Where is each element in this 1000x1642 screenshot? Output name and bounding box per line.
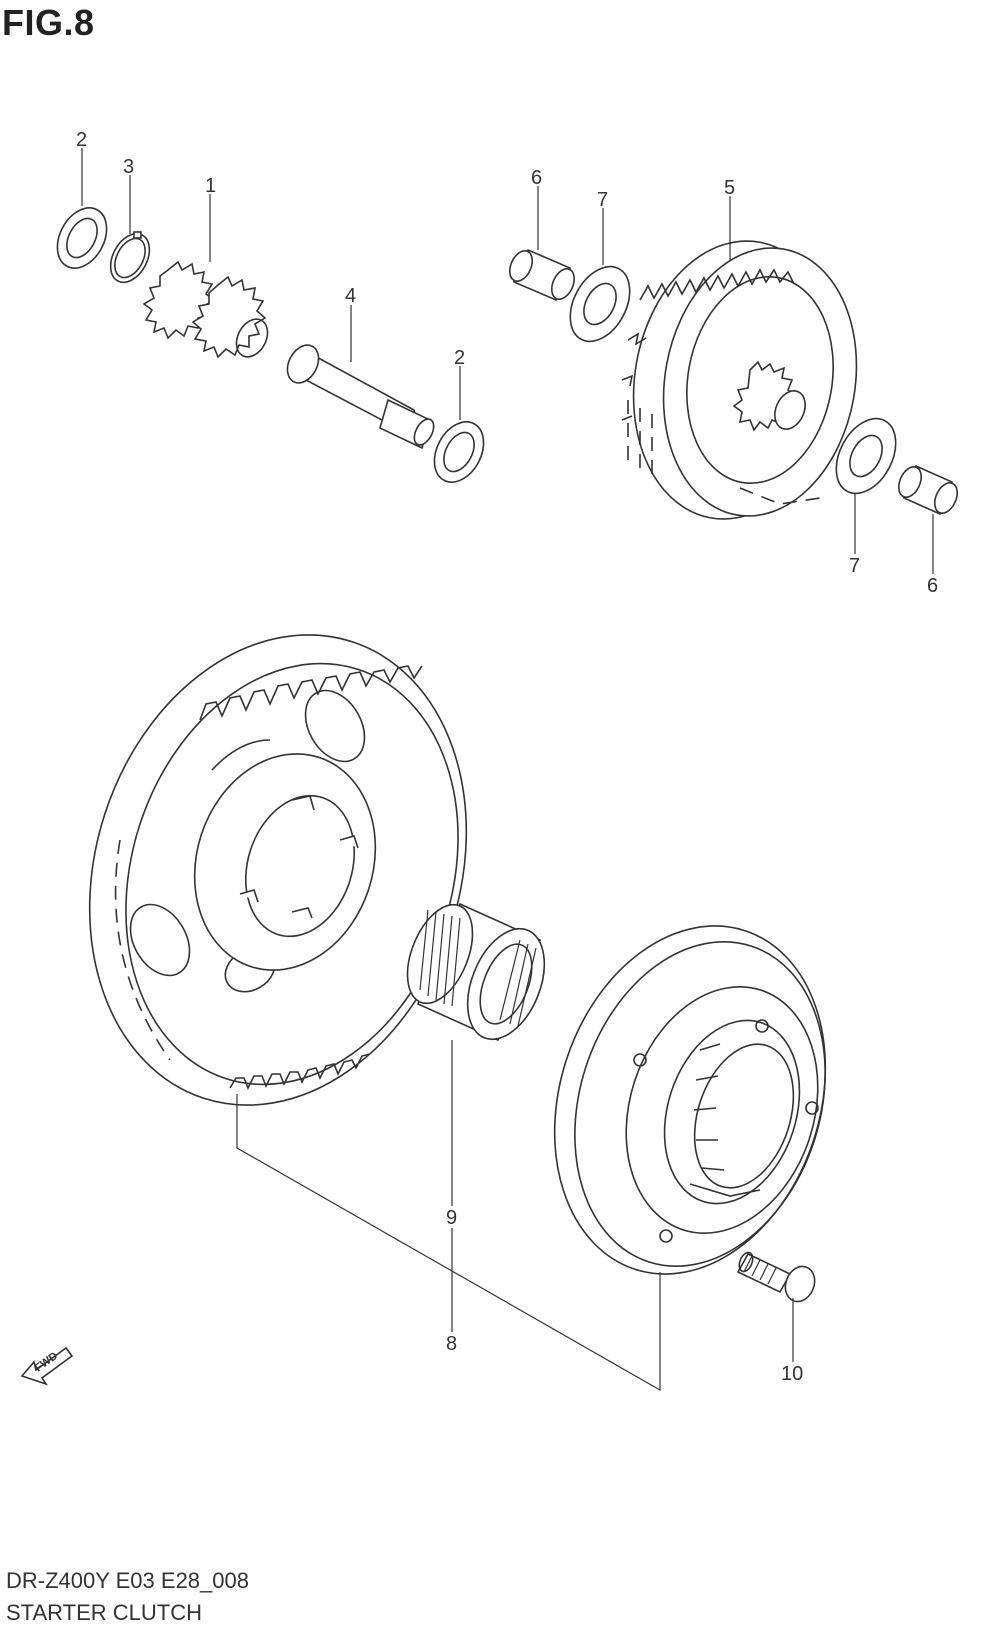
callout-9: 9 xyxy=(446,1207,457,1229)
callout-2-left: 2 xyxy=(76,129,87,151)
callout-5: 5 xyxy=(724,177,735,199)
circlip-part-3 xyxy=(109,231,151,284)
callout-6-top: 6 xyxy=(531,167,542,189)
idle-gear-part-1 xyxy=(142,260,269,359)
washer-part-2-left xyxy=(56,207,108,269)
assembly-name: STARTER CLUTCH xyxy=(6,1600,202,1625)
bolt-part-10 xyxy=(736,1251,816,1303)
washer-part-7-bottom xyxy=(835,417,897,495)
callout-7-top: 7 xyxy=(597,189,608,211)
washer-part-7-top xyxy=(569,265,631,343)
callout-1: 1 xyxy=(205,175,216,197)
callout-4: 4 xyxy=(345,285,356,307)
starter-driven-gear-part-5 xyxy=(621,240,858,520)
bush-part-6-bottom xyxy=(897,464,959,516)
leader-lines xyxy=(81,148,934,1392)
bush-part-6-top xyxy=(508,248,576,302)
callout-10: 10 xyxy=(781,1363,803,1385)
figure-title: FIG.8 xyxy=(2,2,95,43)
fwd-arrow-icon: FWD xyxy=(20,1346,74,1386)
callout-6-bottom: 6 xyxy=(927,575,938,597)
one-way-clutch-part-8 xyxy=(553,925,827,1275)
callout-3: 3 xyxy=(123,156,134,178)
callout-8: 8 xyxy=(446,1333,457,1355)
callout-2-right: 2 xyxy=(454,347,465,369)
needle-bearing-part-9 xyxy=(406,902,546,1042)
model-code: DR-Z400Y E03 E28_008 xyxy=(6,1568,249,1593)
callout-7-bottom: 7 xyxy=(849,555,860,577)
shaft-part-4 xyxy=(286,344,435,450)
washer-part-2-right xyxy=(433,421,485,483)
starter-clutch-gear-part-8 xyxy=(88,634,468,1106)
